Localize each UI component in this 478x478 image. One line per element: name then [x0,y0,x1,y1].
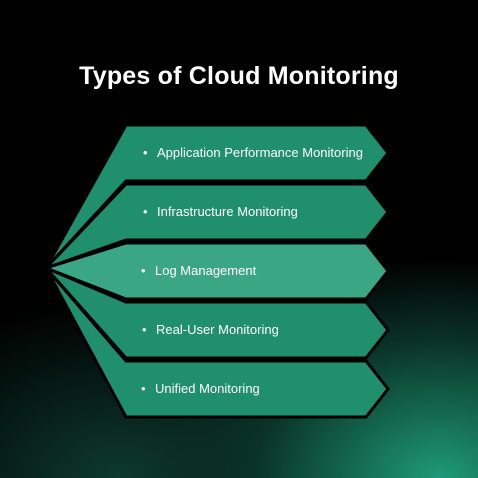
band-3 [41,241,390,301]
band-label: • Infrastructure Monitoring [143,204,298,220]
page-title: Types of Cloud Monitoring [79,62,399,90]
band-label: • Application Performance Monitoring [143,145,363,161]
band-label: • Real-User Monitoring [142,322,279,338]
band-label-text: Unified Monitoring [155,381,260,396]
band-1 [44,123,390,270]
bullet-icon: • [142,322,147,337]
band-label: • Unified Monitoring [141,381,260,397]
band-5 [44,267,390,419]
bullet-icon: • [141,381,146,396]
band-label-text: Infrastructure Monitoring [157,204,298,219]
band-label-text: Log Management [155,263,257,278]
band-label: • Log Management [141,263,256,279]
band-label-text: Application Performance Monitoring [157,145,363,160]
band-2 [44,182,390,270]
band-label-text: Real-User Monitoring [156,322,279,337]
bullet-icon: • [143,145,148,160]
bullet-icon: • [141,263,146,278]
bullet-icon: • [143,204,148,219]
band-4 [44,266,390,360]
